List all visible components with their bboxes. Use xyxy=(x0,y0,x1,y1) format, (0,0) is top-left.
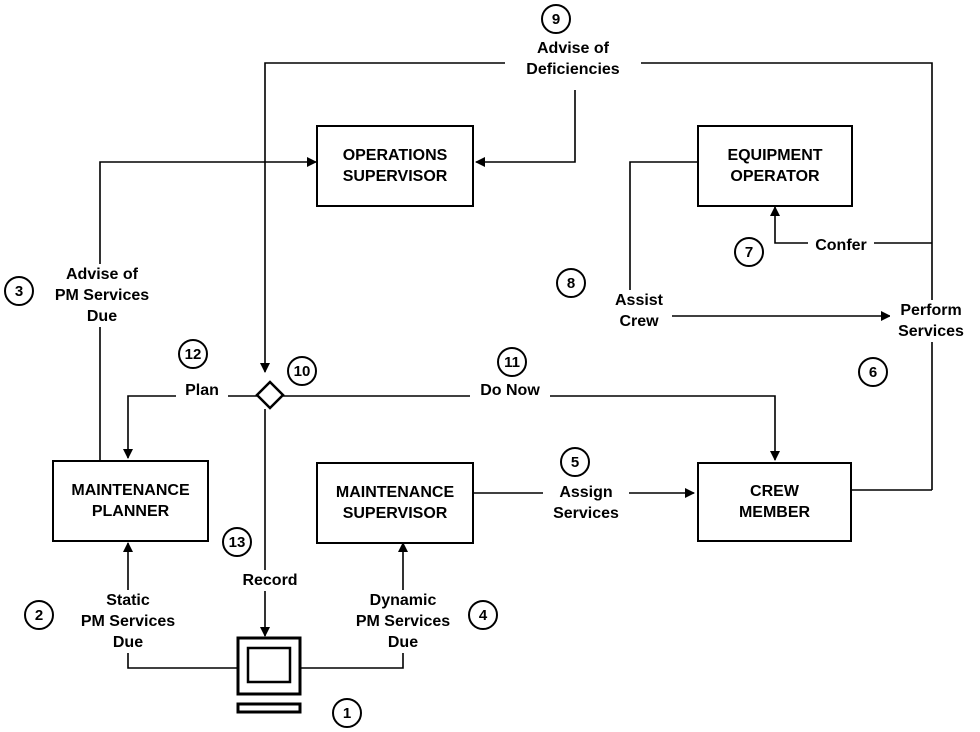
maintenance-supervisor-box: MAINTENANCE SUPERVISOR xyxy=(316,462,474,544)
crew-member-box: CREW MEMBER xyxy=(697,462,852,542)
label-advise-pm-services-due: Advise of PM Services Due xyxy=(44,264,160,327)
step-number-5: 5 xyxy=(560,447,590,477)
line-dynamic-pm xyxy=(300,542,408,669)
label-plan: Plan xyxy=(176,380,228,401)
label-assist-crew: Assist Crew xyxy=(606,290,672,332)
line-deficiencies-to-ops xyxy=(475,90,576,167)
label-confer: Confer xyxy=(808,235,874,256)
line-planner-to-ops xyxy=(99,157,317,460)
step-number-13: 13 xyxy=(222,527,252,557)
line-confer xyxy=(770,206,932,244)
step-number-6: 6 xyxy=(858,357,888,387)
step-number-11: 11 xyxy=(497,347,527,377)
label-dynamic-pm-services-due: Dynamic PM Services Due xyxy=(341,590,465,653)
step-number-9: 9 xyxy=(541,4,571,34)
step-number-3: 3 xyxy=(4,276,34,306)
line-do-now xyxy=(283,395,780,461)
maintenance-planner-box: MAINTENANCE PLANNER xyxy=(52,460,209,542)
label-assign-services: Assign Services xyxy=(543,482,629,524)
label-do-now: Do Now xyxy=(470,380,550,401)
step-number-8: 8 xyxy=(556,268,586,298)
line-static-pm xyxy=(123,542,237,669)
line-operator-to-crew xyxy=(629,161,697,292)
label-static-pm-services-due: Static PM Services Due xyxy=(68,590,188,653)
step-number-12: 12 xyxy=(178,339,208,369)
step-number-7: 7 xyxy=(734,237,764,267)
operations-supervisor-box: OPERATIONS SUPERVISOR xyxy=(316,125,474,207)
step-number-1: 1 xyxy=(332,698,362,728)
label-perform-services: Perform Services xyxy=(890,300,972,342)
label-record: Record xyxy=(233,570,307,591)
label-advise-deficiencies: Advise of Deficiencies xyxy=(505,38,641,80)
decision-diamond-icon xyxy=(255,380,285,410)
computer-terminal-icon xyxy=(236,636,302,714)
step-number-2: 2 xyxy=(24,600,54,630)
step-number-10: 10 xyxy=(287,356,317,386)
line-plan xyxy=(123,395,257,459)
equipment-operator-box: EQUIPMENT OPERATOR xyxy=(697,125,853,207)
step-number-4: 4 xyxy=(468,600,498,630)
